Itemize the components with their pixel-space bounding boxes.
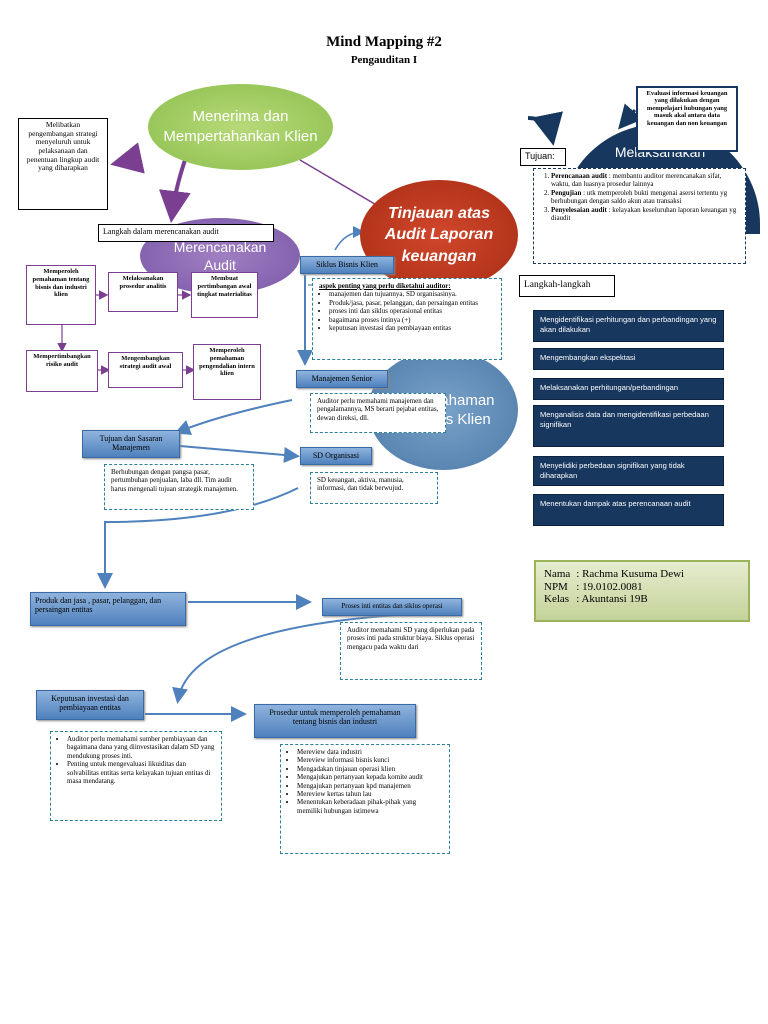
plan-step-4: Mempertimbangkan risiko audit [26, 350, 98, 392]
node-menerima-label: Menerima dan Mempertahankan Klien [163, 107, 318, 145]
aspek-item: proses inti dan siklus operasional entit… [329, 307, 495, 315]
plan-step-5: Mengembangkan strategi audit awal [108, 352, 183, 388]
tujuan-list: Perencanaan audit : membantu auditor mer… [533, 168, 746, 264]
node-merencanakan-label: Merencanakan Audit [173, 238, 267, 273]
langkah-langkah-label: Langkah-langkah [519, 275, 615, 297]
tujuan-sasaran-manajemen: Tujuan dan Sasaran Manajemen [82, 430, 180, 458]
prosedur-item: Mengadakan tinjauan operasi klien [297, 765, 443, 773]
student-info-box: Nama: Rachma Kusuma Dewi NPM: 19.0102.00… [534, 560, 750, 622]
tujuan-item: Penyelesaian audit : kelayakan keseluruh… [551, 206, 739, 223]
tujuan-item: Pengujian : utk memperoleh bukti mengena… [551, 189, 739, 206]
step-1: Mengidentifikasi perhitungan dan perband… [533, 310, 724, 342]
plan-step-6: Memperoleh pemahaman pengendalian intern… [193, 344, 261, 400]
prosedur-pemahaman: Prosedur untuk memperoleh pemahaman tent… [254, 704, 416, 738]
sd-organisasi: SD Organisasi [300, 447, 372, 465]
prosedur-item: Mereview informasi bisnis kunci [297, 756, 443, 764]
keputusan-desc: Auditor perlu memahami sumber pembiayaan… [50, 731, 222, 821]
student-info-table: Nama: Rachma Kusuma Dewi NPM: 19.0102.00… [544, 568, 690, 606]
student-row: Kelas: Akuntansi 19B [544, 593, 648, 606]
sd-organisasi-desc: SD keuangan, aktiva, manusia, informasi,… [310, 472, 438, 504]
manajemen-senior: Manajemen Senior [296, 370, 388, 388]
aspek-item: Produk/jasa, pasar, pelanggan, dan persa… [329, 299, 495, 307]
page-title: Mind Mapping #2 [326, 34, 442, 50]
aspek-item: bagaimana proses intinya (+) [329, 316, 495, 324]
produk-jasa: Produk dan jasa , pasar, pelanggan, dan … [30, 592, 186, 626]
step-4: Menganalisis data dan mengidentifikasi p… [533, 405, 724, 447]
page-subtitle: Pengauditan I [350, 54, 418, 66]
prosedur-item: Mereview data industri [297, 748, 443, 756]
student-row: Nama: Rachma Kusuma Dewi [544, 568, 685, 580]
student-row: NPM: 19.0102.0081 [544, 580, 643, 593]
tujuan-item: Perencanaan audit : membantu auditor mer… [551, 172, 739, 189]
langkah-merencanakan-label: Langkah dalam merencanakan audit [98, 224, 274, 242]
prosedur-item: Menentukan keberadaan pihak-pihak yang m… [297, 798, 443, 815]
step-5: Menyelidiki perbedaan signifikan yang ti… [533, 456, 724, 486]
melibatkan-box: Melibatkan pengembangan strategi menyelu… [18, 118, 108, 210]
keputusan-item: Penting untuk mengevaluasi likuiditas da… [67, 760, 215, 785]
proses-inti: Proses inti entitas dan siklus operasi [322, 598, 462, 616]
step-3: Melaksanakan perhitungan/perbandingan [533, 378, 724, 400]
manajemen-desc: Auditor perlu memahami manajemen dan pen… [310, 393, 446, 433]
prosedur-item: Mengajukan pertanyaan kpd manajemen [297, 782, 443, 790]
node-tinjauan-label: Tinjauan atas Audit Laporan keuangan [384, 204, 494, 265]
tujuan-sasaran-desc: Berhubungan dengan pangsa pasar, pertumb… [104, 464, 254, 510]
plan-step-1: Memperoleh pemahaman tentang bisnis dan … [26, 265, 96, 325]
keputusan-item: Auditor perlu memahami sumber pembiayaan… [67, 735, 215, 760]
prosedur-item: Mereview kertas tahun lau [297, 790, 443, 798]
tujuan-label: Tujuan: [520, 148, 566, 166]
prosedur-list: Mereview data industri Mereview informas… [280, 744, 450, 854]
keputusan-investasi: Keputusan investasi dan pembiayaan entit… [36, 690, 144, 720]
aspek-title: aspek penting yang perlu diketahui audit… [319, 282, 451, 290]
proses-inti-desc: Auditor memahami SD yang diperlukan pada… [340, 622, 482, 680]
plan-step-3: Membuat pertimbangan awal tingkat materi… [191, 272, 258, 318]
step-6: Menentukan dampak atas perencanaan audit [533, 494, 724, 526]
step-2: Mengembangkan ekspektasi [533, 348, 724, 370]
aspek-item: manajemen dan tujuannya, SD organisasiny… [329, 290, 495, 298]
prosedur-item: Mengajukan pertanyaan kepada komite audi… [297, 773, 443, 781]
plan-step-2: Melaksanakan prosedur analitis [108, 272, 178, 312]
evaluasi-box: Evaluasi informasi keuangan yang dilakuk… [636, 86, 738, 152]
node-menerima-dan-mempertahankan-klien: Menerima dan Mempertahankan Klien [148, 84, 333, 170]
aspek-item: keputusan investasi dan pembiayaan entit… [329, 324, 495, 332]
siklus-bisnis-klien: Siklus Bisnis Klien [300, 256, 394, 274]
aspek-box: aspek penting yang perlu diketahui audit… [312, 278, 502, 360]
